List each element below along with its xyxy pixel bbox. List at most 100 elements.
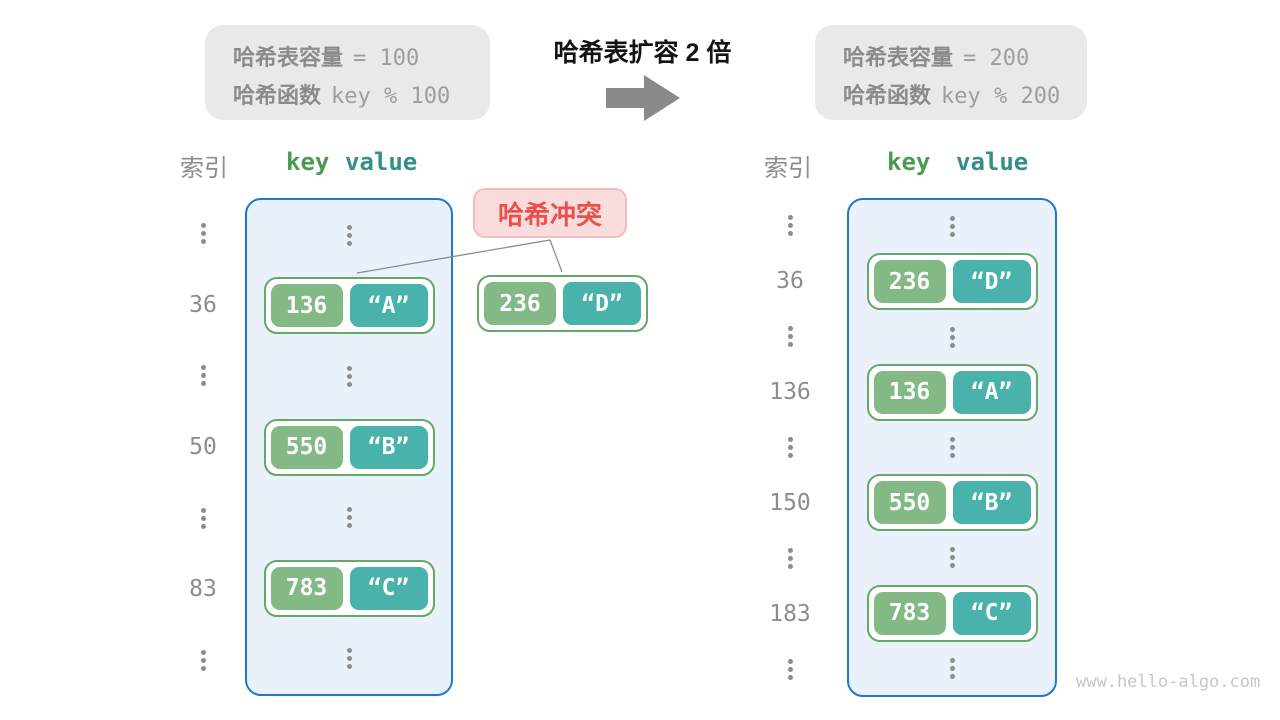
index-label: 36 <box>189 291 217 318</box>
index-label: 150 <box>769 489 811 516</box>
index-label: 136 <box>769 379 811 406</box>
hash-function-line: 哈希函数 key % 200 <box>843 77 1087 115</box>
ellipsis-dots <box>787 658 793 664</box>
key-value-pair: 236“D” <box>866 253 1038 311</box>
bucket-row-ellipsis <box>247 341 451 412</box>
left-index-header: 索引 <box>180 155 228 182</box>
hash-function-label: 哈希函数 <box>233 83 322 108</box>
key-box: 236 <box>484 282 556 325</box>
capacity-label: 哈希表容量 <box>843 45 954 70</box>
capacity-info-after: 哈希表容量= 200 哈希函数 key % 200 <box>815 25 1087 120</box>
hash-function-label: 哈希函数 <box>843 83 932 108</box>
ellipsis-dots <box>949 326 955 332</box>
value-box: “C” <box>349 566 428 610</box>
value-box: “B” <box>952 481 1031 525</box>
index-row: 50 <box>172 411 234 482</box>
left-key-header: key <box>286 148 330 176</box>
bucket-row-ellipsis <box>849 642 1055 695</box>
ellipsis-dots <box>949 547 955 553</box>
ellipsis-dots <box>949 657 955 663</box>
ellipsis-dots <box>200 365 206 371</box>
left-index-column: 36 50 83 <box>172 198 234 696</box>
index-row: 36 <box>760 253 820 308</box>
bucket-row-ellipsis <box>247 200 451 271</box>
transition-title: 哈希表扩容 2 倍 <box>553 39 732 67</box>
key-value-pair: 136“A” <box>263 277 435 335</box>
ellipsis-dots <box>346 365 352 371</box>
left-value-header: value <box>345 148 418 176</box>
index-row-ellipsis <box>760 198 820 253</box>
bucket-row: 550“B” <box>247 412 451 483</box>
ellipsis-dots <box>787 547 793 553</box>
value-box: “D” <box>952 260 1031 304</box>
bucket-row: 783“C” <box>849 584 1055 642</box>
key-value-pair: 136“A” <box>866 363 1038 421</box>
bucket-row-ellipsis <box>247 482 451 553</box>
key-box: 550 <box>270 425 343 469</box>
key-box: 136 <box>270 284 343 328</box>
hash-function-value: key % 200 <box>941 84 1061 109</box>
bucket-row: 136“A” <box>247 271 451 342</box>
right-index-header: 索引 <box>764 155 812 182</box>
capacity-line: 哈希表容量= 200 <box>843 39 1087 77</box>
ellipsis-dots <box>787 436 793 442</box>
key-value-pair: 783“C” <box>263 559 435 617</box>
left-hash-table: 136“A” 550“B” 783“C” <box>245 198 453 696</box>
index-row-ellipsis <box>172 198 234 269</box>
value-box: “A” <box>349 284 428 328</box>
index-row: 183 <box>760 586 820 641</box>
index-row-ellipsis <box>760 420 820 475</box>
capacity-label: 哈希表容量 <box>233 45 344 70</box>
key-box: 783 <box>270 566 343 610</box>
right-key-header: key <box>887 148 931 176</box>
value-box: “A” <box>952 370 1031 414</box>
index-row-ellipsis <box>172 625 234 696</box>
index-label: 183 <box>769 600 811 627</box>
capacity-value: = 100 <box>353 46 420 71</box>
bucket-row-ellipsis <box>849 531 1055 584</box>
key-value-pair: 550“B” <box>866 474 1038 532</box>
ellipsis-dots <box>787 215 793 221</box>
watermark: www.hello-algo.com <box>1076 672 1261 692</box>
value-box: “C” <box>952 591 1031 635</box>
bucket-row: 136“A” <box>849 363 1055 421</box>
index-row: 150 <box>760 475 820 530</box>
index-label: 36 <box>776 268 804 295</box>
value-box: “B” <box>349 425 428 469</box>
index-row-ellipsis <box>760 531 820 586</box>
value-box: “D” <box>563 282 641 325</box>
index-row-ellipsis <box>760 642 820 697</box>
ellipsis-dots <box>346 507 352 513</box>
key-box: 236 <box>873 260 946 304</box>
index-row: 136 <box>760 364 820 419</box>
bucket-row-ellipsis <box>247 623 451 694</box>
right-arrow-icon <box>606 75 680 121</box>
ellipsis-dots <box>346 648 352 654</box>
right-hash-table: 236“D” 136“A” 550“B” 783“C” <box>847 198 1057 697</box>
index-row-ellipsis <box>760 309 820 364</box>
ellipsis-dots <box>200 649 206 655</box>
right-index-column: 36 136 150 183 <box>760 198 820 697</box>
bucket-row-ellipsis <box>849 421 1055 474</box>
ellipsis-dots <box>200 223 206 229</box>
index-row-ellipsis <box>172 483 234 554</box>
index-label: 83 <box>189 576 217 603</box>
index-row: 36 <box>172 269 234 340</box>
capacity-line: 哈希表容量 = 100 <box>233 39 490 77</box>
key-value-pair: 783“C” <box>866 584 1038 642</box>
index-label: 50 <box>189 433 217 460</box>
ellipsis-dots <box>787 326 793 332</box>
bucket-row: 236“D” <box>849 253 1055 311</box>
collision-label: 哈希冲突 <box>473 188 627 238</box>
bucket-row-ellipsis <box>849 200 1055 253</box>
key-box: 136 <box>873 370 946 414</box>
colliding-pair: 236 “D” <box>477 275 648 332</box>
key-box: 783 <box>873 591 946 635</box>
bucket-row-ellipsis <box>849 310 1055 363</box>
bucket-row: 550“B” <box>849 474 1055 532</box>
ellipsis-dots <box>949 216 955 222</box>
index-row-ellipsis <box>172 340 234 411</box>
index-row: 83 <box>172 554 234 625</box>
